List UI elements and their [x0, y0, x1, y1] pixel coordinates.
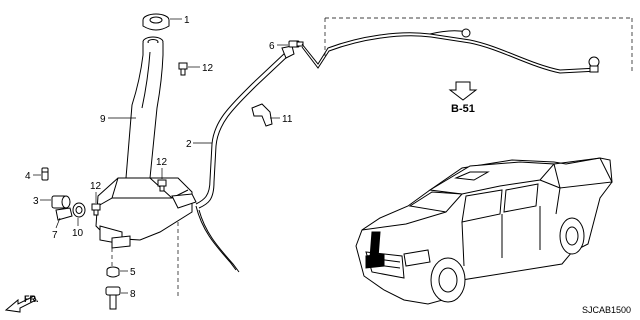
callout-4: 4	[25, 171, 31, 182]
callout-10: 10	[72, 228, 84, 239]
washer-tank	[95, 36, 197, 249]
callout-12-upper: 12	[202, 63, 214, 74]
callout-6: 6	[269, 41, 275, 52]
callout-7: 7	[52, 230, 58, 241]
diagram-code: SJCAB1500	[582, 305, 631, 315]
clip-4	[41, 167, 49, 181]
upper-hose-routing	[301, 17, 633, 74]
hose-joint	[288, 40, 304, 48]
bolt-upper	[178, 62, 188, 76]
callout-12-lower: 12	[90, 181, 102, 192]
washer-pump	[51, 195, 71, 209]
callout-5: 5	[130, 267, 136, 278]
bolt-lower	[91, 203, 101, 216]
callout-12-middle: 12	[156, 157, 168, 168]
callout-2: 2	[186, 139, 192, 150]
callout-1: 1	[184, 15, 190, 26]
bolt-middle	[157, 179, 167, 192]
tank-cap	[142, 13, 170, 31]
callout-8: 8	[130, 289, 136, 300]
washer-hose	[195, 45, 295, 273]
pump-seal	[55, 207, 73, 221]
grommet	[72, 202, 86, 218]
reference-label: B-51	[451, 103, 475, 115]
level-sensor	[105, 286, 121, 310]
vehicle-illustration	[355, 157, 613, 305]
callout-3: 3	[33, 196, 39, 207]
hose-clamp	[251, 103, 273, 127]
callout-11: 11	[282, 114, 293, 125]
leader-7	[55, 217, 61, 229]
front-label: FR.	[24, 294, 39, 304]
reference-arrow	[448, 81, 478, 101]
callout-9: 9	[100, 114, 106, 125]
front-arrow	[4, 295, 37, 313]
sensor-seal	[106, 266, 120, 278]
